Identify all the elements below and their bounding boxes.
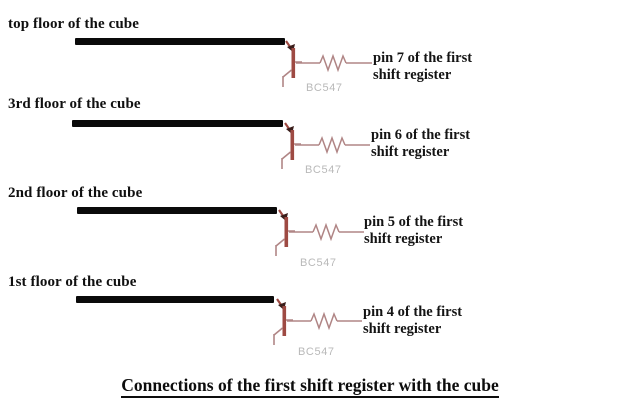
- resistor-zigzag-row-2: [318, 135, 346, 155]
- pin-label-row-2-line1: pin 6 of the first: [371, 127, 471, 143]
- resistor-symbol-row-1: [296, 53, 372, 73]
- floor-label-2nd: 2nd floor of the cube: [8, 185, 143, 201]
- transistor-bc547-row-2: [281, 122, 301, 169]
- part-label-row-4: BC547: [298, 346, 335, 358]
- transistor-bc547-row-4: [273, 298, 293, 345]
- base-bar-row-3: [284, 217, 289, 247]
- resistor-row-4: [287, 311, 362, 331]
- pin-label-row-1: pin 7 of the first shift register: [373, 50, 472, 84]
- cube-floor-bar-1st: [76, 296, 274, 303]
- pin-label-row-3-line1: pin 5 of the first: [364, 214, 464, 230]
- emitter-lead-row-3: [275, 238, 286, 247]
- transistor-symbol-row-3: [275, 209, 295, 256]
- base-bar-row-4: [282, 306, 287, 336]
- pin-label-row-4-line1: pin 4 of the first: [363, 304, 463, 320]
- resistor-zigzag-row-3: [312, 222, 340, 242]
- cube-floor-bar-top: [75, 38, 285, 45]
- transistor-symbol-row-4: [273, 298, 293, 345]
- pin-label-row-3-line2: shift register: [364, 231, 443, 247]
- emitter-lead-row-1: [282, 69, 293, 78]
- pin-label-row-2: pin 6 of the first shift register: [371, 127, 470, 161]
- diagram-title-text: Connections of the first shift register …: [121, 375, 499, 398]
- resistor-symbol-row-2: [295, 135, 370, 155]
- floor-label-1st: 1st floor of the cube: [8, 274, 137, 290]
- resistor-row-1: [296, 53, 372, 73]
- cube-floor-bar-2nd: [77, 207, 277, 214]
- resistor-symbol-row-4: [287, 311, 362, 331]
- part-label-row-2: BC547: [305, 164, 342, 176]
- transistor-bc547-row-1: [282, 40, 302, 87]
- transistor-bc547-row-3: [275, 209, 295, 256]
- pin-label-row-4-line2: shift register: [363, 321, 442, 337]
- pin-label-row-3: pin 5 of the first shift register: [364, 214, 463, 248]
- cube-floor-bar-3rd: [72, 120, 283, 127]
- base-bar-row-2: [290, 130, 295, 160]
- part-label-row-3: BC547: [300, 257, 337, 269]
- diagram-title: Connections of the first shift register …: [0, 375, 620, 398]
- resistor-symbol-row-3: [289, 222, 364, 242]
- base-bar-row-1: [291, 48, 296, 78]
- resistor-row-3: [289, 222, 364, 242]
- pin-label-row-1-line2: shift register: [373, 67, 452, 83]
- resistor-row-2: [295, 135, 370, 155]
- resistor-zigzag-row-1: [319, 53, 347, 73]
- floor-label-top: top floor of the cube: [8, 16, 139, 32]
- emitter-lead-row-4: [273, 327, 284, 336]
- transistor-symbol-row-2: [281, 122, 301, 169]
- pin-label-row-2-line2: shift register: [371, 144, 450, 160]
- emitter-lead-row-2: [281, 151, 292, 160]
- transistor-symbol-row-1: [282, 40, 302, 87]
- pin-label-row-1-line1: pin 7 of the first: [373, 50, 473, 66]
- resistor-zigzag-row-4: [310, 311, 338, 331]
- part-label-row-1: BC547: [306, 82, 343, 94]
- floor-label-3rd: 3rd floor of the cube: [8, 96, 141, 112]
- pin-label-row-4: pin 4 of the first shift register: [363, 304, 462, 338]
